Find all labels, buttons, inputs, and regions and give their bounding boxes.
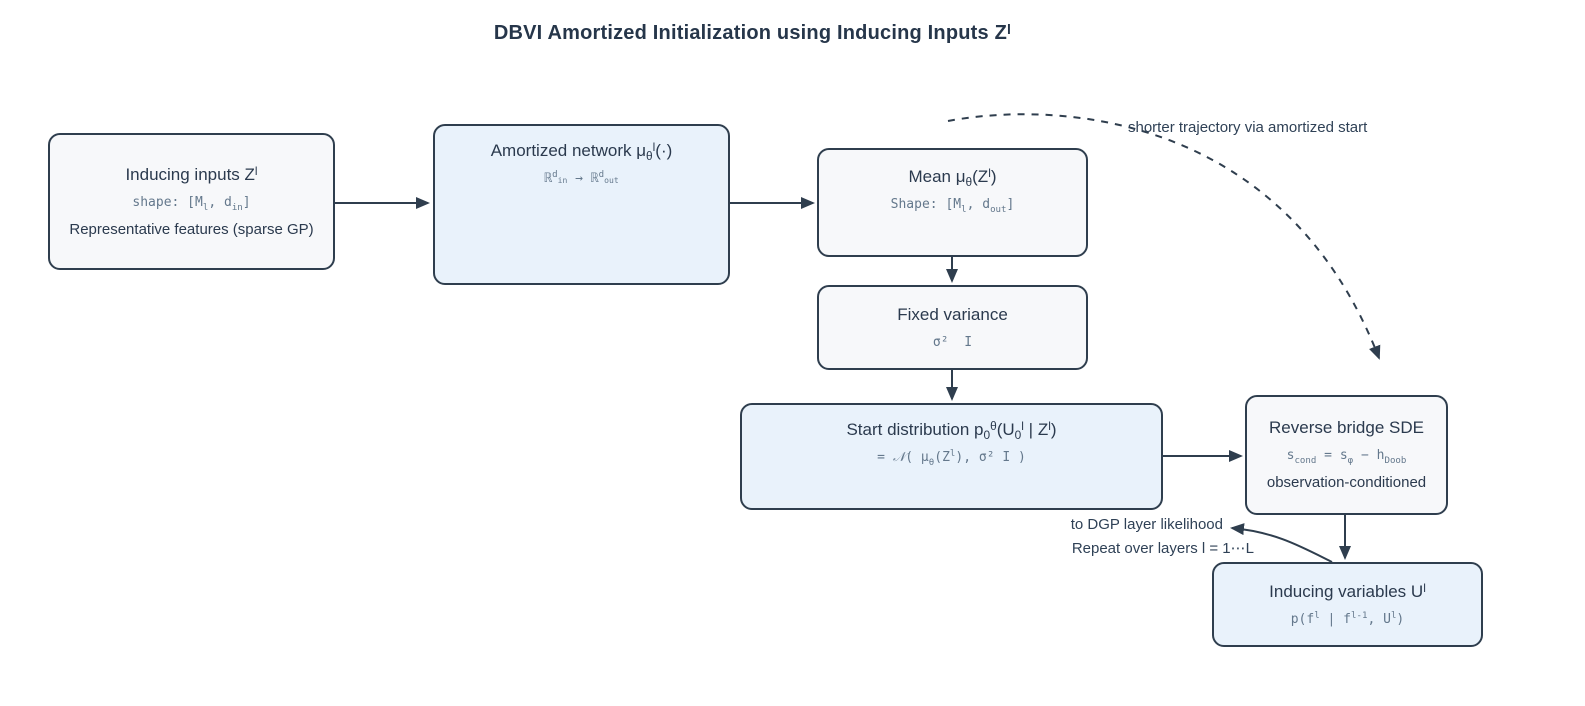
- node-amortized-network-line-2: ℝdin → ℝdout: [544, 170, 619, 186]
- label-repeat-over-layers: Repeat over layers l = 1⋯L: [1071, 540, 1254, 557]
- label-to-dgp-layer-likelihood: to DGP layer likelihood: [1070, 516, 1223, 533]
- node-start-distribution-line-2: = 𝒩( μθ(Zl), σ² I ): [877, 449, 1026, 468]
- node-mean-line-2: Shape: [Ml, dout]: [890, 197, 1015, 215]
- node-mean: Mean μθ(Zl) Shape: [Ml, dout]: [817, 148, 1088, 257]
- node-inducing-variables: Inducing variables Ul p(fl | fl-1, Ul): [1212, 562, 1483, 647]
- node-inducing-inputs-line-2: shape: [Ml, din]: [132, 194, 251, 213]
- node-inducing-inputs-line-1: Inducing inputs Zl: [125, 163, 258, 184]
- node-reverse-bridge-line-1: Reverse bridge SDE: [1269, 418, 1424, 437]
- node-reverse-bridge: Reverse bridge SDE scond = sφ − hDoob obse…: [1245, 395, 1448, 515]
- label-shorter-trajectory: shorter trajectory via amortized start: [1128, 119, 1368, 136]
- node-inducing-variables-line-1: Inducing variables Ul: [1269, 580, 1426, 601]
- node-fixed-variance-line-1: Fixed variance: [897, 304, 1008, 324]
- node-start-distribution-line-1: Start distribution p0θ(U0l | Zl): [846, 419, 1057, 442]
- node-start-distribution: Start distribution p0θ(U0l | Zl) = 𝒩( μθ(…: [740, 403, 1163, 510]
- node-fixed-variance-line-2: σ² I: [932, 334, 973, 350]
- diagram-title: DBVI Amortized Initialization using Indu…: [493, 21, 1012, 44]
- node-reverse-bridge-line-2: scond = sφ − hDoob: [1286, 448, 1407, 466]
- node-amortized-network-line-1: Amortized network μθl(·): [490, 140, 673, 163]
- node-inducing-inputs: Inducing inputs Zl shape: [Ml, din] Repres…: [48, 133, 335, 270]
- node-fixed-variance: Fixed variance σ² I: [817, 285, 1088, 370]
- node-inducing-variables-line-2: p(fl | fl-1, Ul): [1290, 610, 1405, 627]
- node-mean-line-1: Mean μθ(Zl): [908, 166, 997, 189]
- node-reverse-bridge-line-3: observation-conditioned: [1266, 474, 1427, 491]
- node-inducing-inputs-line-3: Representative features (sparse GP): [69, 220, 314, 238]
- node-amortized-network: Amortized network μθl(·) ℝdin → ℝdout: [433, 124, 730, 285]
